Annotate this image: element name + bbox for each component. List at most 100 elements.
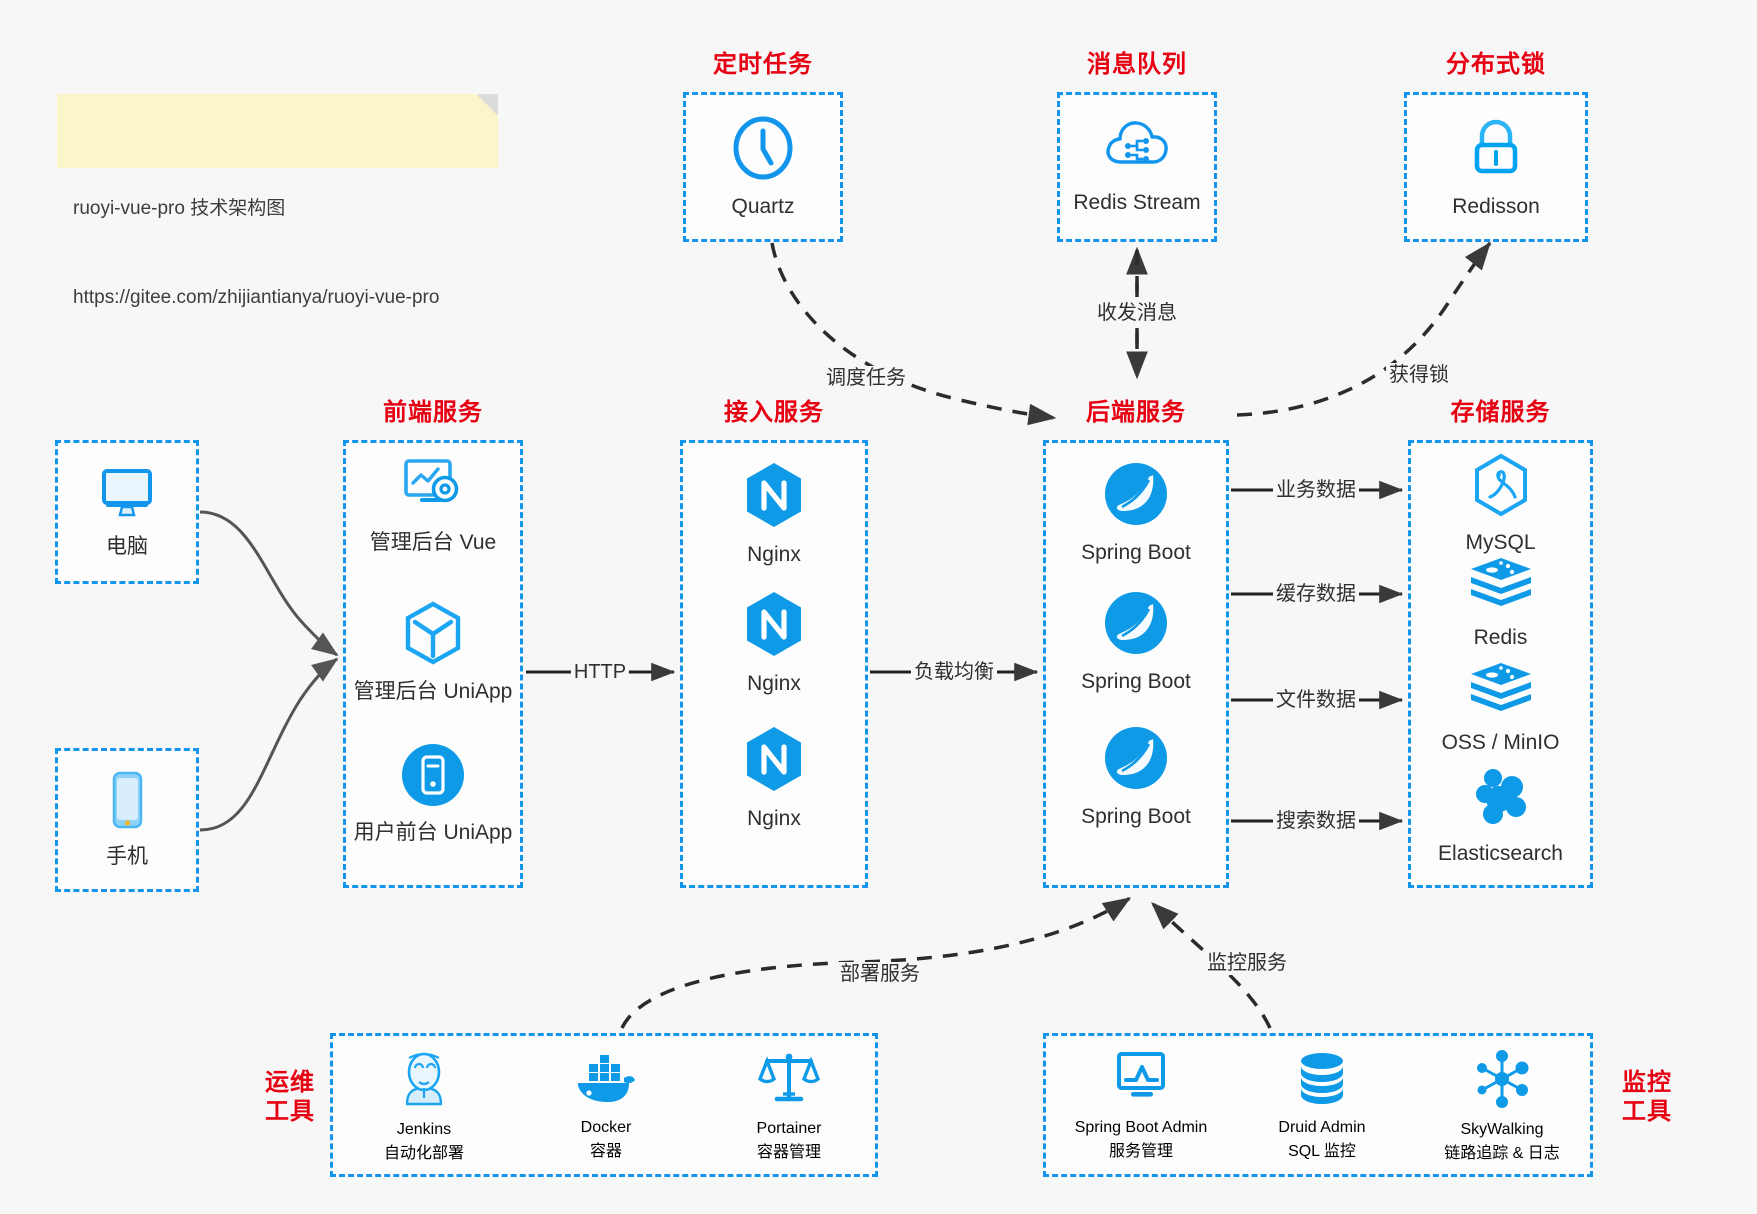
- node-sublabel: SQL 监控: [1288, 1142, 1356, 1160]
- node-docker[interactable]: Docker 容器: [515, 1036, 697, 1174]
- group-title-storage: 存储服务: [1450, 399, 1551, 426]
- group-title-devops: 运维 工具: [255, 1068, 325, 1127]
- edge-label-cache-data: 缓存数据: [1273, 582, 1359, 606]
- mobile-circle-icon: [401, 743, 465, 812]
- node-druid-admin[interactable]: Druid Admin SQL 监控: [1236, 1036, 1408, 1174]
- jenkins-icon: [393, 1048, 455, 1115]
- group-title-frontend: 前端服务: [383, 399, 483, 426]
- group-scheduler: Quartz: [683, 92, 843, 242]
- scales-icon: [757, 1049, 821, 1114]
- group-mq: Redis Stream: [1057, 92, 1217, 242]
- edge-label-search-data: 搜索数据: [1273, 809, 1359, 833]
- note-fold-corner: [476, 94, 498, 116]
- node-mysql[interactable]: MySQL: [1411, 453, 1590, 556]
- node-label: Docker: [580, 1118, 632, 1136]
- group-title-lock: 分布式锁: [1446, 51, 1546, 78]
- node-sublabel: 容器管理: [756, 1143, 821, 1161]
- node-redis-stream[interactable]: Redis Stream: [1060, 115, 1214, 216]
- node-label: OSS / MinIO: [1441, 731, 1560, 754]
- edge-label-load-balance: 负载均衡: [911, 660, 997, 684]
- edge-label-message: 收发消息: [1094, 301, 1180, 325]
- nginx-icon: [743, 461, 805, 534]
- node-label: Jenkins: [396, 1120, 452, 1138]
- node-sublabel: 服务管理: [1108, 1142, 1173, 1160]
- group-title-monitoring-line1: 监控: [1622, 1069, 1672, 1096]
- node-label: Quartz: [731, 195, 795, 218]
- group-gateway: Nginx Nginx Nginx: [680, 440, 868, 888]
- group-title-devops-line2: 工具: [265, 1098, 315, 1126]
- group-title-monitoring: 监控 工具: [1612, 1068, 1682, 1127]
- edge-label-http: HTTP: [570, 660, 630, 684]
- node-label: Redisson: [1452, 195, 1540, 218]
- node-label: 用户前台 UniApp: [353, 821, 513, 844]
- node-spring-boot-3[interactable]: Spring Boot: [1046, 725, 1226, 830]
- redis-icon: [1468, 661, 1534, 722]
- node-label: Druid Admin: [1278, 1118, 1366, 1136]
- hexagon-cube-icon: [401, 600, 465, 671]
- docker-icon: [572, 1050, 640, 1113]
- node-quartz[interactable]: Quartz: [686, 115, 840, 220]
- cloud-stream-icon: [1103, 115, 1171, 182]
- group-title-mq: 消息队列: [1087, 51, 1187, 78]
- spring-boot-icon: [1103, 725, 1169, 796]
- node-label: Nginx: [747, 807, 801, 830]
- sticky-note: ruoyi-vue-pro 技术架构图 https://gitee.com/zh…: [57, 94, 498, 308]
- node-nginx-3[interactable]: Nginx: [683, 725, 865, 832]
- monitor-chart-gear-icon: [398, 455, 468, 522]
- node-user-uniapp[interactable]: 用户前台 UniApp: [346, 743, 520, 846]
- node-label: Redis Stream: [1073, 191, 1201, 214]
- nginx-icon: [743, 725, 805, 798]
- note-line-title: ruoyi-vue-pro 技术架构图: [73, 198, 286, 220]
- edge-label-file-data: 文件数据: [1273, 688, 1359, 712]
- group-title-scheduler: 定时任务: [713, 51, 813, 78]
- mysql-icon: [1470, 453, 1532, 522]
- node-elasticsearch[interactable]: Elasticsearch: [1411, 766, 1590, 867]
- skywalking-icon: [1471, 1048, 1533, 1115]
- node-sublabel: 链路追踪 & 日志: [1444, 1144, 1560, 1162]
- node-phone[interactable]: 手机: [58, 769, 196, 870]
- node-redisson[interactable]: Redisson: [1407, 115, 1585, 220]
- database-icon: [1293, 1050, 1351, 1113]
- node-label: Elasticsearch: [1438, 842, 1563, 865]
- edge-label-schedule-task: 调度任务: [823, 366, 909, 390]
- node-nginx-2[interactable]: Nginx: [683, 590, 865, 697]
- node-spring-boot-2[interactable]: Spring Boot: [1046, 590, 1226, 695]
- group-devops: Jenkins 自动化部署 Docker: [330, 1033, 878, 1177]
- node-jenkins[interactable]: Jenkins 自动化部署: [333, 1036, 515, 1174]
- node-spring-boot-1[interactable]: Spring Boot: [1046, 461, 1226, 566]
- node-skywalking[interactable]: SkyWalking 链路追踪 & 日志: [1408, 1036, 1596, 1174]
- node-desktop[interactable]: 电脑: [58, 463, 196, 560]
- node-admin-uniapp[interactable]: 管理后台 UniApp: [346, 600, 520, 705]
- node-nginx-1[interactable]: Nginx: [683, 461, 865, 568]
- group-lock: Redisson: [1404, 92, 1588, 242]
- node-label: Nginx: [747, 543, 801, 566]
- group-frontend: 管理后台 Vue 管理后台 UniApp: [343, 440, 523, 888]
- node-spring-boot-admin[interactable]: Spring Boot Admin 服务管理: [1046, 1036, 1236, 1174]
- node-label: Spring Boot: [1081, 805, 1191, 828]
- group-backend: Spring Boot Spring Boot Spring Boot: [1043, 440, 1229, 888]
- node-sublabel: 自动化部署: [383, 1144, 464, 1162]
- group-title-backend: 后端服务: [1086, 399, 1186, 426]
- lock-icon: [1463, 115, 1529, 186]
- group-title-gateway: 接入服务: [724, 399, 824, 426]
- node-redis[interactable]: Redis: [1411, 556, 1590, 651]
- client-box-phone: 手机: [55, 748, 199, 892]
- edge-label-deploy-service: 部署服务: [837, 962, 923, 986]
- node-label: 手机: [106, 845, 148, 868]
- node-label: Portainer: [756, 1119, 822, 1137]
- group-storage: MySQL Redis: [1408, 440, 1593, 888]
- node-portainer[interactable]: Portainer 容器管理: [697, 1036, 881, 1174]
- group-monitoring: Spring Boot Admin 服务管理 Druid Admin SQL 监…: [1043, 1033, 1593, 1177]
- node-label: Spring Boot Admin: [1074, 1118, 1208, 1136]
- node-label: 管理后台 Vue: [369, 531, 497, 554]
- spring-boot-icon: [1103, 461, 1169, 532]
- group-title-monitoring-line2: 工具: [1622, 1098, 1672, 1126]
- node-admin-vue[interactable]: 管理后台 Vue: [346, 455, 520, 556]
- clock-icon: [730, 115, 796, 186]
- nginx-icon: [743, 590, 805, 663]
- node-oss-minio[interactable]: OSS / MinIO: [1411, 661, 1590, 756]
- node-label: 管理后台 UniApp: [353, 680, 513, 703]
- node-sublabel: 容器: [589, 1142, 622, 1160]
- client-box-desktop: 电脑: [55, 440, 199, 584]
